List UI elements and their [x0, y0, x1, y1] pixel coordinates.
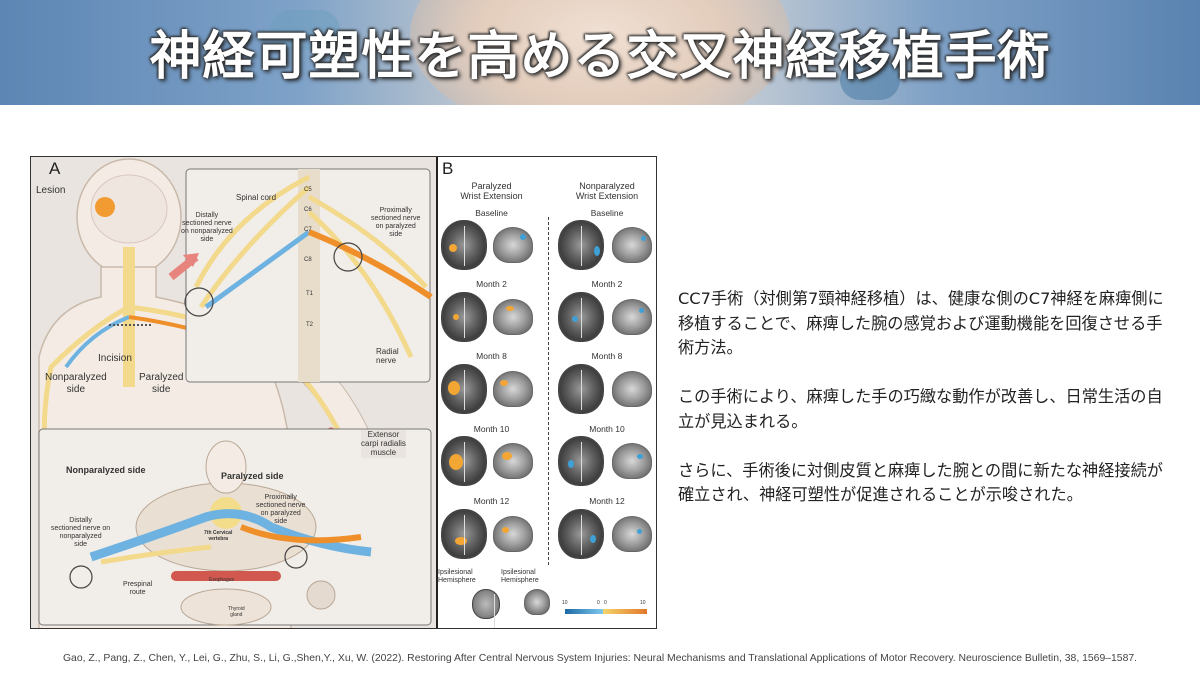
row-label-baseline: Baseline — [590, 208, 624, 218]
legend-ipsilesional-label: Ipsilesional Hemisphere — [438, 569, 476, 585]
paralyzed-column-header: Paralyzed Wrist Extension — [460, 181, 523, 202]
colorbar-tick: 0 — [604, 600, 607, 606]
proximally-sectioned-label: Proximally sectioned nerve on paralyzed … — [371, 207, 421, 239]
brain-scan-axial — [558, 292, 604, 342]
vertebra-label: T1 — [306, 291, 314, 297]
colorbar-tick: 10 — [640, 600, 646, 606]
title-banner: 神経可塑性を高める交叉神経移植手術 — [0, 0, 1200, 105]
brain-scan-axial — [558, 220, 604, 270]
description-paragraph-2: この手術により、麻痺した手の巧緻な動作が改善し、日常生活の自立が見込まれる。 — [678, 387, 1163, 431]
panel-a-illustration — [31, 157, 436, 628]
row-label-month-8: Month 8 — [591, 351, 623, 361]
brain-scan-coronal — [493, 371, 533, 407]
vertebra-label: C7 — [304, 227, 312, 233]
legend-ipsilesional-label: Ipsilesional Hemisphere — [501, 569, 539, 585]
brain-scan-coronal — [493, 516, 533, 552]
inset-distally-label: Distally sectioned nerve on nonparalyzed… — [51, 517, 111, 549]
row-label-month-10: Month 10 — [589, 424, 625, 434]
brain-scan-coronal — [612, 299, 652, 335]
row-label-month-2: Month 2 — [591, 279, 623, 289]
inset-paralyzed-label: Paralyzed side — [221, 471, 284, 481]
nonparalyzed-side-label: Nonparalyzed side — [45, 372, 107, 395]
row-label-baseline: Baseline — [475, 208, 508, 218]
surgery-figure: A Lesion Incision Nonparalyzed side Para… — [30, 156, 657, 629]
colorbar-tick: 10 — [562, 600, 568, 606]
vertebra-label: C5 — [304, 187, 312, 193]
row-label-month-2: Month 2 — [476, 279, 507, 289]
banner-background-glove — [840, 60, 900, 100]
panel-a-label: A — [49, 159, 61, 178]
inset-proximally-label: Proximally sectioned nerve on paralyzed … — [256, 494, 306, 526]
panel-b-label: B — [442, 159, 454, 178]
extensor-muscle-label: Extensor carpi radialis muscle — [361, 430, 406, 458]
legend-brain-coronal — [524, 589, 550, 615]
brain-scan-coronal — [612, 443, 652, 479]
row-label-month-10: Month 10 — [473, 424, 510, 434]
row-label-month-12: Month 12 — [473, 496, 510, 506]
vertebra-label: T2 — [306, 322, 314, 328]
brain-scan-coronal — [612, 371, 652, 407]
colorbar-tick: 0 — [597, 600, 600, 606]
brain-scan-coronal — [612, 227, 652, 263]
row-label-month-12: Month 12 — [589, 496, 625, 506]
radial-nerve-label: Radial nerve — [376, 347, 399, 366]
incision-label: Incision — [98, 353, 132, 364]
paralyzed-side-label: Paralyzed side — [139, 372, 184, 395]
description-text: CC7手術（対側第7頸神経移植）は、健康な側のC7神経を麻痺側に移植することで、… — [678, 287, 1178, 532]
brain-scan-axial — [558, 364, 604, 414]
brain-scan-coronal — [612, 516, 652, 552]
page-title: 神経可塑性を高める交叉神経移植手術 — [149, 26, 1051, 87]
brain-scan-coronal — [493, 443, 533, 479]
lesion-label: Lesion — [36, 185, 66, 196]
brain-scan-coronal — [493, 299, 533, 335]
brain-scan-axial — [441, 436, 487, 486]
colorbar-blue — [565, 609, 603, 614]
vertebra-label: C8 — [304, 257, 312, 263]
inset-nonparalyzed-label: Nonparalyzed side — [66, 465, 146, 475]
brain-scan-coronal — [493, 227, 533, 263]
seventh-cervical-label: 7th Cervical vertebra — [204, 530, 233, 542]
colorbar-orange — [603, 609, 647, 614]
brain-scan-axial — [558, 509, 604, 559]
banner-background-image — [410, 0, 790, 105]
brain-scan-axial — [441, 364, 487, 414]
spinal-cord-label: Spinal cord — [236, 193, 277, 202]
brain-scan-axial — [441, 509, 487, 559]
panel-divider — [436, 157, 438, 628]
prespinal-route-label: Prespinal route — [123, 581, 153, 597]
nonparalyzed-column-header: Nonparalyzed Wrist Extension — [575, 181, 639, 202]
brain-scan-axial — [558, 436, 604, 486]
citation: Gao, Z., Pang, Z., Chen, Y., Lei, G., Zh… — [62, 653, 1138, 664]
thyroid-gland-label: Thyroid gland — [228, 606, 245, 618]
description-paragraph-3: さらに、手術後に対側皮質と麻痺した腕との間に新たな神経接続が確立され、神経可塑性… — [678, 460, 1163, 505]
vertebra-label: C6 — [304, 207, 312, 213]
description-paragraph-1: CC7手術（対側第7頸神経移植）は、健康な側のC7神経を麻痺側に移植することで、… — [678, 289, 1164, 357]
row-label-month-8: Month 8 — [476, 351, 507, 361]
banner-background-glove — [270, 10, 340, 50]
brain-scan-axial — [441, 220, 487, 270]
brain-scan-axial — [441, 292, 487, 342]
distally-sectioned-label: Distally sectioned nerve on nonparalyzed… — [181, 212, 233, 244]
esophagus-label: Esophagus — [209, 577, 235, 583]
legend-brain-axial — [472, 589, 500, 628]
column-separator — [548, 217, 549, 565]
